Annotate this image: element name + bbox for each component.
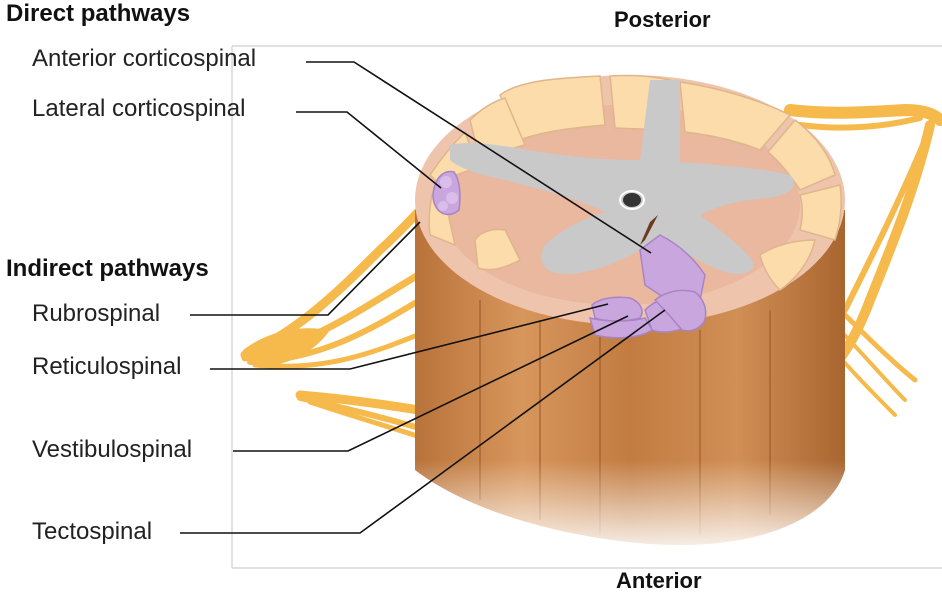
heading-indirect-pathways: Indirect pathways xyxy=(6,255,209,282)
label-vestibulospinal: Vestibulospinal xyxy=(32,436,193,463)
leader-lateral-corticospinal xyxy=(296,111,442,189)
cord-bottom-fade xyxy=(405,460,855,560)
leader-rubrospinal xyxy=(190,221,421,316)
label-rubrospinal: Rubrospinal xyxy=(32,300,161,327)
label-anterior: Anterior xyxy=(616,568,702,593)
label-anterior-corticospinal: Anterior corticospinal xyxy=(32,45,257,72)
leader-vestibulospinal xyxy=(233,315,629,452)
left-ganglion xyxy=(243,328,330,366)
tract-rubrospinal xyxy=(591,296,643,322)
label-tectospinal: Tectospinal xyxy=(32,518,153,545)
label-lateral-corticospinal: Lateral corticospinal xyxy=(32,95,246,122)
tract-tectospinal xyxy=(653,289,707,332)
leader-reticulospinal xyxy=(210,303,609,370)
heading-direct-pathways: Direct pathways xyxy=(6,0,191,27)
leader-anterior-corticospinal xyxy=(306,61,652,254)
central-canal-rim xyxy=(619,190,645,210)
central-canal xyxy=(623,193,641,207)
label-reticulospinal: Reticulospinal xyxy=(32,353,182,380)
leader-lines xyxy=(180,61,666,534)
tract-reticulospinal xyxy=(588,316,654,339)
leader-tectospinal xyxy=(180,309,666,534)
tract-lateral-corticospinal xyxy=(432,170,461,216)
label-posterior: Posterior xyxy=(614,7,711,32)
anterior-median-fissure xyxy=(640,215,658,245)
gray-matter xyxy=(450,80,794,275)
